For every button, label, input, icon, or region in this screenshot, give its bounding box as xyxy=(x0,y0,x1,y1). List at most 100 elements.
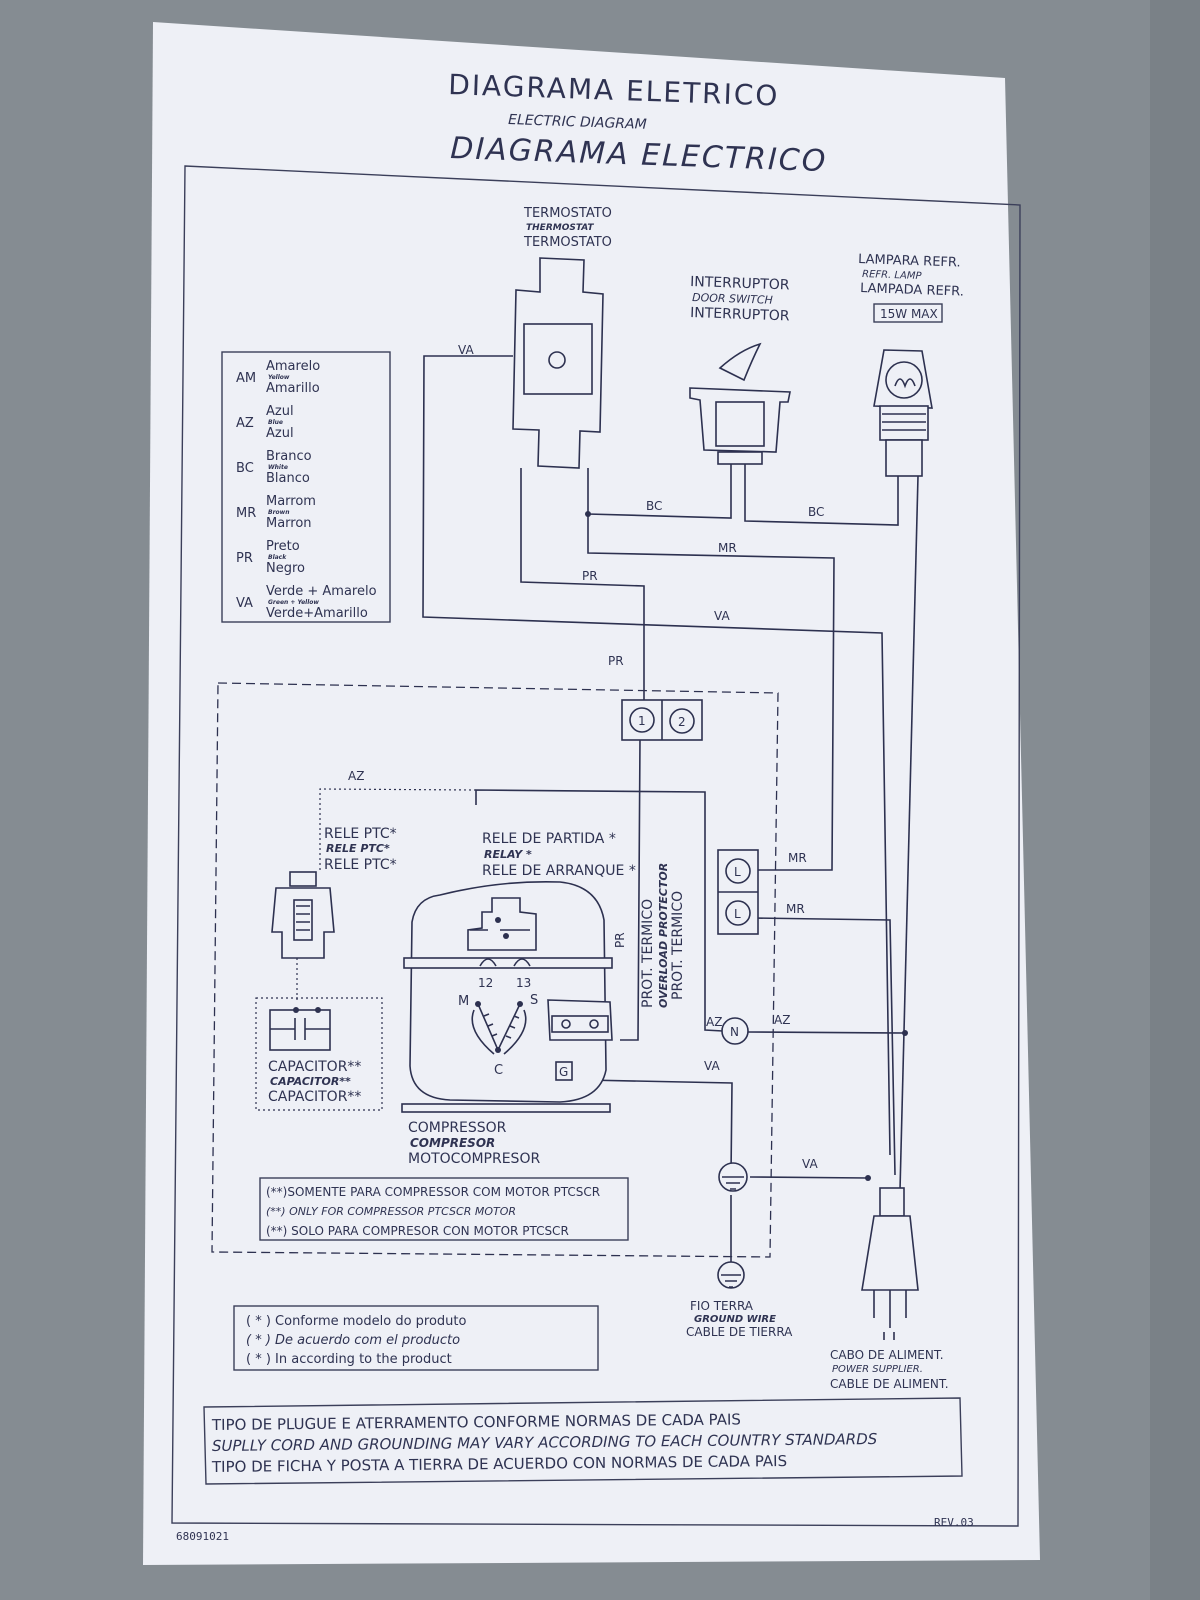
wire-label-va-3: VA xyxy=(704,1059,720,1073)
revision-label: REV.03 xyxy=(934,1516,974,1529)
power-plug-icon xyxy=(861,1187,919,1340)
wire-terminal-to-relay xyxy=(620,737,641,1041)
inner-frame xyxy=(171,165,1021,1527)
ptcscr-note-box xyxy=(259,1177,629,1241)
legend-es-am: Amarillo xyxy=(266,381,320,396)
wire-va-earth xyxy=(749,1176,869,1179)
start-relay-label-en: RELAY * xyxy=(484,848,532,861)
compressor-body xyxy=(409,880,607,1103)
wire-relay-top xyxy=(475,789,724,1032)
lamp-label-es: LAMPARA REFR. xyxy=(858,252,961,271)
color-legend-box xyxy=(221,351,391,623)
start-relay-label-pt: RELE DE PARTIDA * xyxy=(482,831,616,847)
legend-code-az: AZ xyxy=(236,416,254,431)
relay-pin-12: 12 xyxy=(478,976,493,990)
door-switch: INTERRUPTOR DOOR SWITCH INTERRUPTOR xyxy=(689,274,791,465)
terminal-l-lower-label: L xyxy=(734,907,741,921)
terminal-n-label: N xyxy=(730,1025,739,1039)
ground-terminal-label: G xyxy=(559,1065,568,1079)
start-relay-symbol xyxy=(467,897,537,967)
compressor-label-en: COMPRESOR xyxy=(410,1136,495,1150)
power-cord-label-pt: CABO DE ALIMENT. xyxy=(830,1348,944,1362)
legend-code-va: VA xyxy=(236,596,253,611)
legend-pt-pr: Preto xyxy=(266,539,300,554)
thermostat: TERMOSTATO THERMOSTAT TERMOSTATO xyxy=(512,206,612,469)
ptcscr-note-line-1: (**)SOMENTE PARA COMPRESSOR COM MOTOR PT… xyxy=(266,1185,600,1199)
standards-note-box xyxy=(203,1397,963,1485)
wire-pr-thermostat xyxy=(520,468,645,700)
lamp-label-pt: LAMPADA REFR. xyxy=(860,281,964,300)
wire-label-az-3: AZ xyxy=(774,1013,790,1027)
capacitor: CAPACITOR** CAPACITOR** CAPACITOR** xyxy=(255,997,383,1111)
overload-label-es: PROT. TERMICO xyxy=(670,891,686,1000)
wire-label-bc-1: BC xyxy=(646,499,662,513)
wire-va-main xyxy=(422,355,891,1156)
wire-lamp-cord xyxy=(899,475,919,1191)
earth-symbol-upper xyxy=(718,1162,748,1192)
overload-label-en: OVERLOAD PROTECTOR xyxy=(657,863,670,1008)
title-en: ELECTRIC DIAGRAM xyxy=(508,112,647,133)
ground-wire-label-pt: FIO TERRA xyxy=(690,1299,754,1313)
legend-pt-va: Verde + Amarelo xyxy=(266,584,377,599)
wire-label-va-1: VA xyxy=(458,343,474,357)
power-cord-label-en: POWER SUPPLIER. xyxy=(832,1364,923,1375)
start-relay-label-es: RELE DE ARRANQUE * xyxy=(482,863,636,879)
lamp-bulb-icon xyxy=(873,349,933,477)
legend-en-va: Green + Yellow xyxy=(268,599,319,606)
ptcscr-note: (**)SOMENTE PARA COMPRESSOR COM MOTOR PT… xyxy=(259,1177,629,1241)
legend-es-bc: Blanco xyxy=(266,471,310,486)
legend-en-bc: White xyxy=(268,464,288,471)
power-cord-label-es: CABLE DE ALIMENT. xyxy=(830,1377,949,1391)
panel-edge-shadow xyxy=(1150,0,1200,1600)
terminal-l-lower-icon xyxy=(725,900,751,926)
power-cord-label: CABO DE ALIMENT. POWER SUPPLIER. CABLE D… xyxy=(830,1348,949,1391)
ptc-relay-label-en: RELE PTC* xyxy=(326,842,390,855)
wire-mr-top xyxy=(587,514,835,871)
wire-bc-lamp xyxy=(744,464,899,526)
wire-label-pr-3: PR xyxy=(613,932,627,948)
wire-label-bc-2: BC xyxy=(808,505,824,519)
relay-pin-13: 13 xyxy=(516,976,531,990)
motor-pin-m: M xyxy=(458,994,469,1009)
capacitor-dotted-box xyxy=(255,997,383,1111)
legend-es-pr: Negro xyxy=(266,561,305,576)
model-note: ( * ) Conforme modelo do produto ( * ) D… xyxy=(233,1305,599,1371)
legend-code-am: AM xyxy=(236,371,256,386)
wire-label-va-4: VA xyxy=(802,1157,818,1171)
legend-en-mr: Brown xyxy=(268,509,289,516)
capacitor-label-pt: CAPACITOR** xyxy=(268,1059,361,1075)
wire-label-pr-2: PR xyxy=(608,654,624,668)
wire-va-ground xyxy=(585,1079,733,1176)
wire-label-az-1: AZ xyxy=(348,769,364,783)
legend-es-az: Azul xyxy=(266,426,294,441)
start-relay-labels: RELE DE PARTIDA * RELAY * RELE DE ARRANQ… xyxy=(482,831,636,879)
ptc-relay-label-es: RELE PTC* xyxy=(324,857,397,873)
legend-en-am: Yellow xyxy=(268,374,290,381)
overload-protector-labels: PROT. TERMICO OVERLOAD PROTECTOR PROT. T… xyxy=(640,863,686,1008)
terminal-l-upper-label: L xyxy=(734,865,741,879)
terminal-2-label: 2 xyxy=(678,715,686,729)
ptc-relay-symbol xyxy=(271,871,335,959)
model-note-line-2: ( * ) De acuerdo com el producto xyxy=(246,1333,460,1348)
wire-label-mr-1: MR xyxy=(718,541,737,555)
model-note-line-3: ( * ) In according to the product xyxy=(246,1352,452,1367)
thermostat-label-en: THERMOSTAT xyxy=(526,223,594,233)
ptcscr-note-line-2: (**) ONLY FOR COMPRESSOR PTCSCR MOTOR xyxy=(266,1205,516,1218)
wire-label-mr-2: MR xyxy=(788,851,807,865)
terminal-1-label: 1 xyxy=(638,714,646,728)
paper-sheet xyxy=(143,22,1040,1565)
wire-label-va-2: VA xyxy=(714,609,730,623)
legend-pt-az: Azul xyxy=(266,404,294,419)
door-switch-label-en: DOOR SWITCH xyxy=(692,291,773,307)
wire-label-pr-1: PR xyxy=(582,569,598,583)
legend-pt-mr: Marrom xyxy=(266,494,316,509)
document-code: 68091021 xyxy=(176,1530,229,1543)
color-legend: AMAmareloYellowAmarilloAZAzulBlueAzulBCB… xyxy=(221,351,391,623)
wire-bc-thermostat xyxy=(587,464,732,519)
lamp-rating-box xyxy=(873,303,943,323)
wire-mr-lower xyxy=(752,917,896,1176)
earth-symbol-lower xyxy=(717,1261,745,1289)
ground-wire-label-es: CABLE DE TIERRA xyxy=(686,1325,793,1339)
motor-windings xyxy=(471,1001,527,1055)
